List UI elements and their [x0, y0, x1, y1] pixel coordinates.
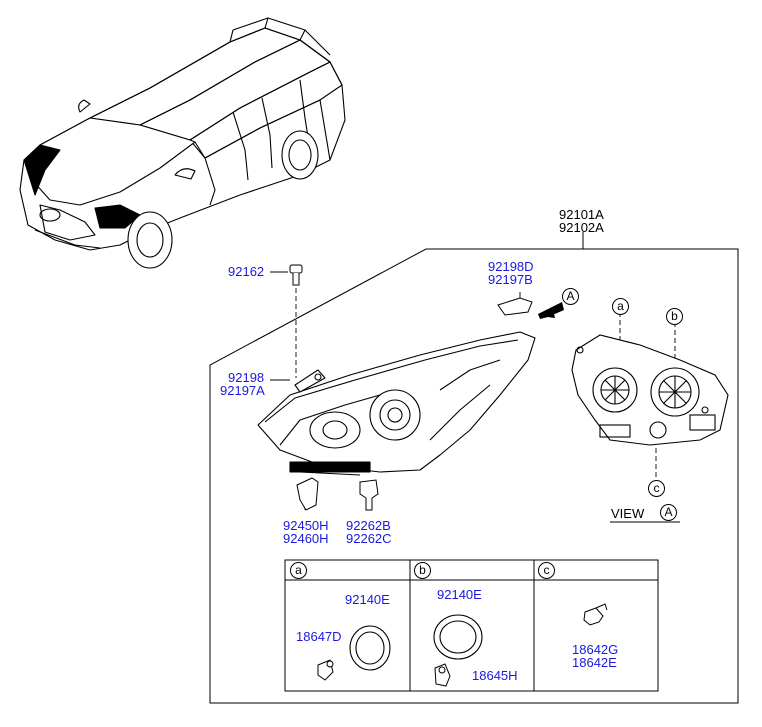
part-link-92198D[interactable]: 92198D: [488, 259, 534, 274]
headlamp-drawing: [257, 331, 536, 476]
view-ref-callout: A: [562, 288, 579, 305]
part-link-18645H[interactable]: 18645H: [472, 668, 518, 683]
seal-ring-b: [433, 614, 483, 660]
part-link-18642G[interactable]: 18642G: [572, 642, 619, 657]
table-header-a: a: [290, 562, 307, 579]
clip-92162: [289, 264, 303, 286]
view-label-ref: A: [660, 504, 677, 521]
seal-ring-a: [349, 625, 391, 671]
car-illustration: [19, 17, 346, 269]
part-link-18647D[interactable]: 18647D: [296, 629, 342, 644]
part-link-92450H[interactable]: 92450H: [283, 518, 329, 533]
assembly-code-2: 92102A: [559, 220, 604, 235]
part-link-92140E-b[interactable]: 92140E: [437, 587, 482, 602]
part-link-92262B[interactable]: 92262B: [346, 518, 391, 533]
bulb-18647D: [317, 659, 334, 681]
callout-a: a: [612, 298, 629, 315]
table-header-c: c: [538, 562, 555, 579]
view-arrow: [538, 302, 564, 319]
bracket-92262B: [359, 479, 379, 511]
bracket-92450H: [296, 477, 319, 511]
part-link-92198[interactable]: 92198: [228, 370, 265, 385]
part-link-92262C[interactable]: 92262C: [346, 531, 392, 546]
part-link-92197A[interactable]: 92197A: [220, 383, 265, 398]
part-link-18642E[interactable]: 18642E: [572, 655, 617, 670]
bulb-18645H: [434, 663, 451, 687]
headlamp-rear-view: [571, 334, 729, 446]
callout-b: b: [666, 308, 683, 325]
frame-lines: [209, 232, 739, 704]
bracket-92198D: [497, 297, 533, 316]
table-header-b: b: [414, 562, 431, 579]
view-label: VIEW: [611, 506, 645, 521]
part-link-92140E-a[interactable]: 92140E: [345, 592, 390, 607]
part-link-92460H[interactable]: 92460H: [283, 531, 329, 546]
bulb-18642G: [583, 603, 608, 626]
part-link-92162[interactable]: 92162: [228, 264, 265, 279]
callout-c: c: [648, 480, 665, 497]
assembly-code-1: 92101A: [559, 207, 604, 222]
part-link-92197B[interactable]: 92197B: [488, 272, 533, 287]
